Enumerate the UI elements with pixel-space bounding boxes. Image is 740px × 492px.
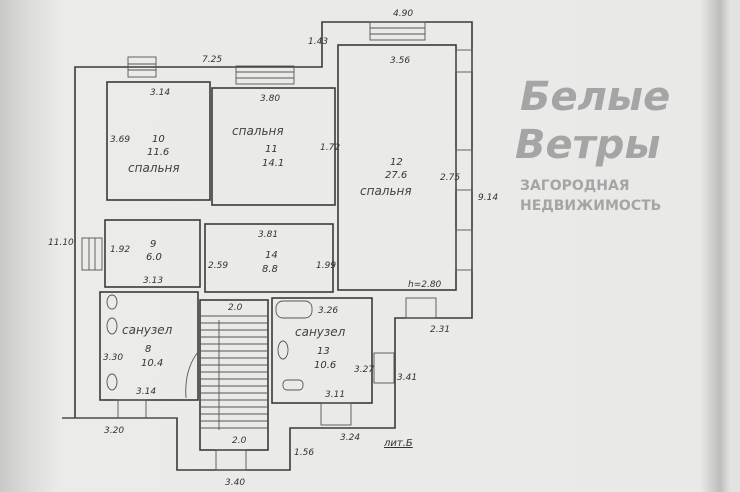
sink-icon — [106, 373, 118, 391]
door-swing — [185, 351, 199, 399]
ceiling-height: h=2.80 — [408, 280, 442, 290]
room-area: 10.6 — [314, 360, 336, 371]
dim: 3.80 — [260, 94, 280, 104]
dim: 1.56 — [294, 448, 314, 458]
sink-icon — [277, 340, 289, 360]
letter-label: лит.Б — [383, 438, 413, 449]
dim: 4.90 — [393, 9, 413, 19]
room-number: 13 — [317, 346, 330, 357]
room-name: спальня — [360, 184, 412, 198]
room-10 — [106, 81, 211, 201]
dim: 3.27 — [354, 365, 374, 375]
dim: 1.72 — [320, 143, 340, 153]
room-14 — [204, 223, 334, 293]
dim: 3.69 — [110, 135, 130, 145]
room-number: 14 — [265, 250, 278, 261]
room-area: 6.0 — [146, 252, 162, 263]
room-number: 11 — [265, 144, 278, 155]
dim: 3.14 — [136, 387, 156, 397]
room-number: 10 — [152, 134, 165, 145]
stair-steps — [200, 315, 268, 429]
watermark-logo: Белые — [520, 74, 670, 120]
dim: 2.31 — [430, 325, 450, 335]
dim: 3.14 — [150, 88, 170, 98]
dim: 9.14 — [478, 193, 498, 203]
dim: 1.99 — [316, 261, 336, 271]
dim: 3.56 — [390, 56, 410, 66]
dim: 3.13 — [143, 276, 163, 286]
room-name: санузел — [122, 323, 173, 337]
watermark-logo: Ветры — [515, 122, 661, 168]
dim: 3.41 — [397, 373, 417, 383]
toilet-icon — [282, 379, 304, 391]
room-area: 11.6 — [147, 147, 169, 158]
dim: 7.25 — [202, 55, 222, 65]
dim: 1.92 — [110, 245, 130, 255]
dim: 2.0 — [232, 436, 247, 446]
room-number: 12 — [390, 157, 403, 168]
dim: 3.81 — [258, 230, 278, 240]
room-area: 10.4 — [141, 358, 163, 369]
dim: 3.11 — [325, 390, 345, 400]
dim: 3.40 — [225, 478, 245, 488]
room-11 — [211, 87, 336, 206]
room-area: 8.8 — [262, 264, 278, 275]
dim: 11.10 — [48, 238, 74, 248]
room-8 — [99, 291, 199, 401]
toilet-icon — [106, 294, 118, 310]
dim: 2.59 — [208, 261, 228, 271]
stairwell — [199, 299, 269, 451]
room-number: 8 — [145, 344, 151, 355]
dim: 3.20 — [104, 426, 124, 436]
watermark-text: ЗАГОРОДНАЯ — [520, 178, 630, 194]
watermark-text: НЕДВИЖИМОСТЬ — [520, 198, 661, 214]
room-number: 9 — [150, 239, 156, 250]
room-area: 27.6 — [385, 170, 407, 181]
dim: 3.24 — [340, 433, 360, 443]
windows — [81, 21, 473, 471]
dim: 1.43 — [308, 37, 328, 47]
dim: 3.26 — [318, 306, 338, 316]
dim: 3.30 — [103, 353, 123, 363]
room-name: санузел — [295, 325, 346, 339]
room-9 — [104, 219, 201, 288]
sink-icon — [106, 317, 118, 335]
room-name: спальня — [128, 161, 180, 175]
room-area: 14.1 — [262, 158, 284, 169]
dim: 2.75 — [440, 173, 460, 183]
dim: 2.0 — [228, 303, 243, 313]
bathtub-icon — [275, 300, 313, 319]
room-name: спальня — [232, 124, 284, 138]
